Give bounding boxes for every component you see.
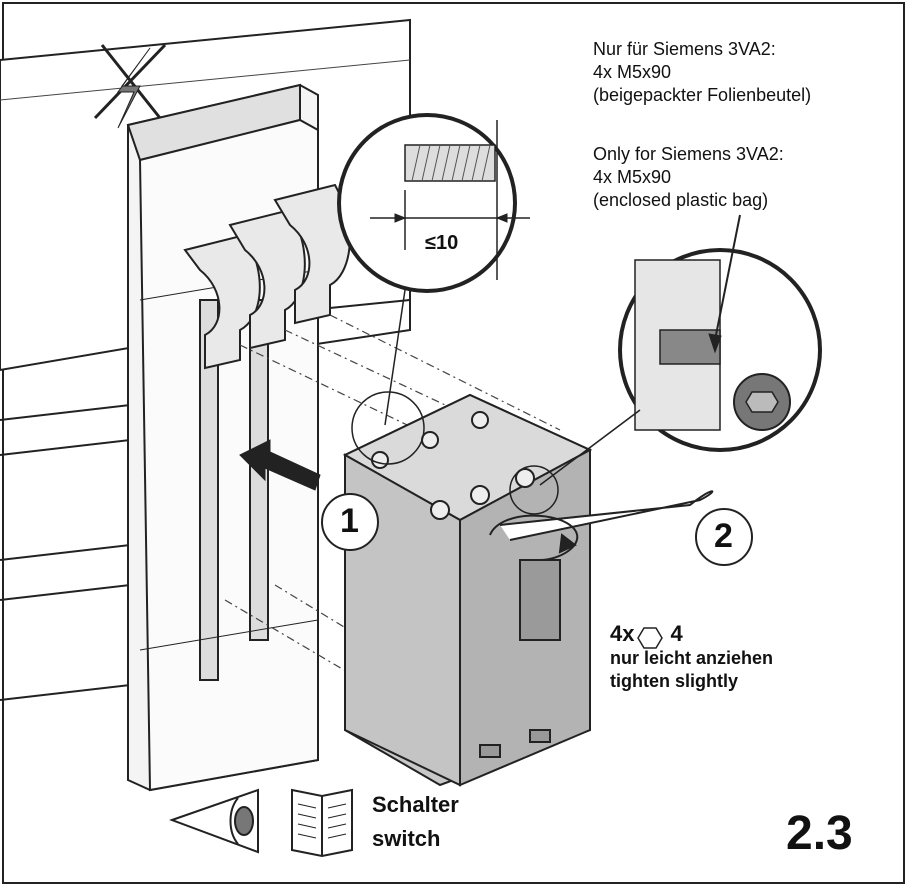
dimension-label: ≤10 [425, 232, 459, 254]
note-english-line: Only for Siemens 3VA2: [593, 144, 784, 164]
step-circles [321, 493, 753, 566]
torque-instruction: 4x 4 nur leicht anziehen tighten slightl… [610, 622, 773, 693]
note-german-line: Nur für Siemens 3VA2: [593, 39, 776, 59]
insert-arrow [239, 439, 321, 491]
step-2-number: 2 [714, 517, 733, 555]
note-german-line: 4x M5x90 [593, 62, 672, 82]
no-voltage-icon [93, 43, 167, 129]
switch-label: Schalter switch [372, 788, 459, 856]
note-german-line: (beigepackter Folienbeutel) [593, 85, 812, 105]
manual-book-icon [291, 788, 353, 858]
note-english: Only for Siemens 3VA2: 4x M5x90 (enclose… [593, 143, 784, 212]
note-english-line: 4x M5x90 [593, 167, 672, 187]
step-page-number: 2.3 [786, 807, 853, 860]
switch-label-english: switch [372, 826, 441, 851]
note-english-line: (enclosed plastic bag) [593, 190, 769, 210]
screw-detail-circle [509, 214, 822, 515]
circuit-breaker [342, 393, 593, 787]
eye-icon [169, 788, 259, 854]
torque-size: 4 [670, 621, 683, 646]
note-german: Nur für Siemens 3VA2: 4x M5x90 (beigepac… [593, 38, 811, 107]
switch-label-german: Schalter [372, 792, 459, 817]
torque-count: 4x [610, 621, 635, 646]
torque-text-english: tighten slightly [610, 671, 738, 691]
dimension-detail-circle [337, 113, 530, 465]
torque-text-german: nur leicht anziehen [610, 648, 774, 668]
hex-key-icon [489, 490, 714, 561]
hex-socket-icon [637, 627, 663, 649]
busbar-adapter [126, 83, 319, 792]
step-1-number: 1 [340, 502, 359, 540]
